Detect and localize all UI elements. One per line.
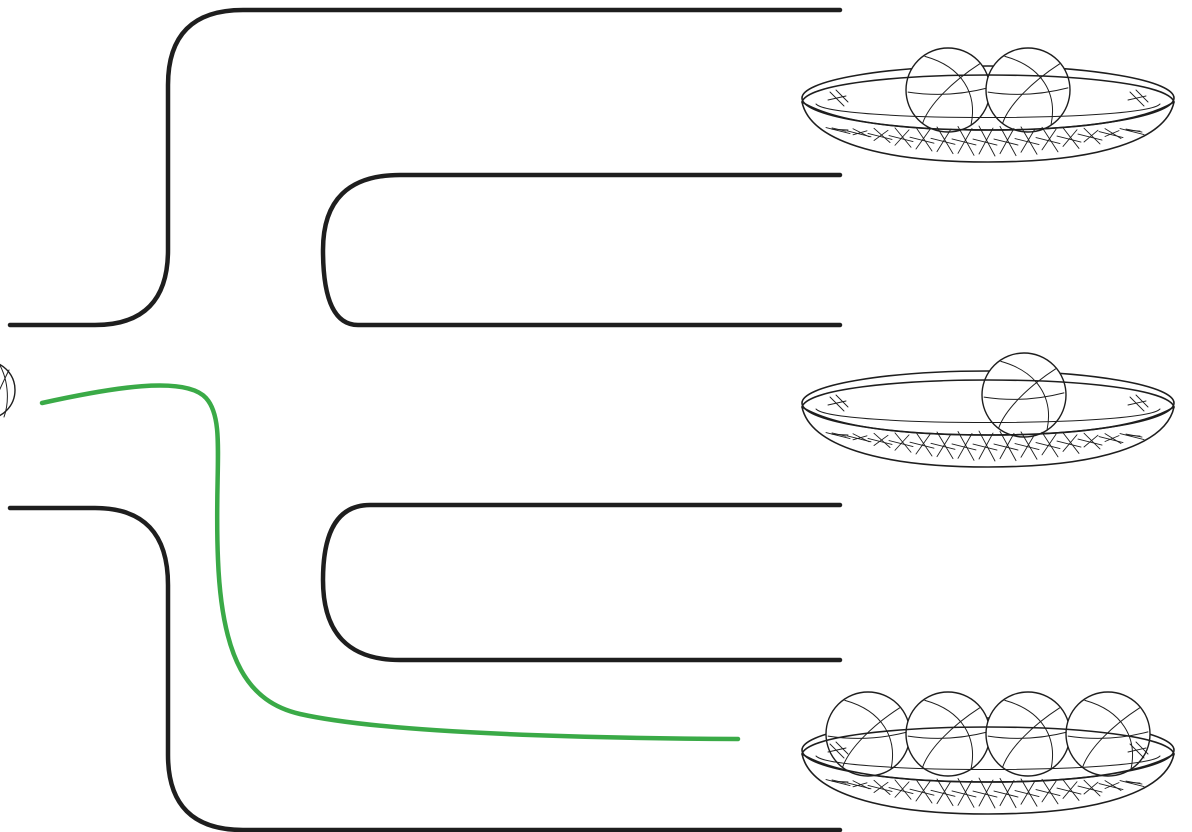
basket-top bbox=[801, 47, 1175, 163]
basket-hatching bbox=[825, 89, 1149, 157]
basket-bottom bbox=[801, 691, 1175, 815]
baskets bbox=[801, 47, 1175, 815]
start-ball-icon bbox=[0, 363, 16, 418]
ball-icon bbox=[905, 47, 991, 133]
basket-hatching bbox=[825, 741, 1149, 809]
ball-icon bbox=[905, 691, 991, 777]
basket-middle bbox=[801, 352, 1175, 468]
basket-hatching bbox=[825, 394, 1149, 462]
wall-upper-inner bbox=[320, 172, 843, 328]
ball-icon bbox=[825, 691, 911, 777]
ball-icon bbox=[1065, 691, 1151, 777]
highlighted-route bbox=[39, 383, 741, 742]
wall-lower-outer bbox=[7, 505, 843, 832]
wall-lower-inner bbox=[320, 502, 843, 663]
wall-upper-outer bbox=[7, 7, 843, 328]
maze-walls bbox=[7, 7, 843, 832]
ball-icon bbox=[985, 47, 1071, 133]
ball-icon bbox=[981, 352, 1067, 438]
ball-icon bbox=[985, 691, 1071, 777]
